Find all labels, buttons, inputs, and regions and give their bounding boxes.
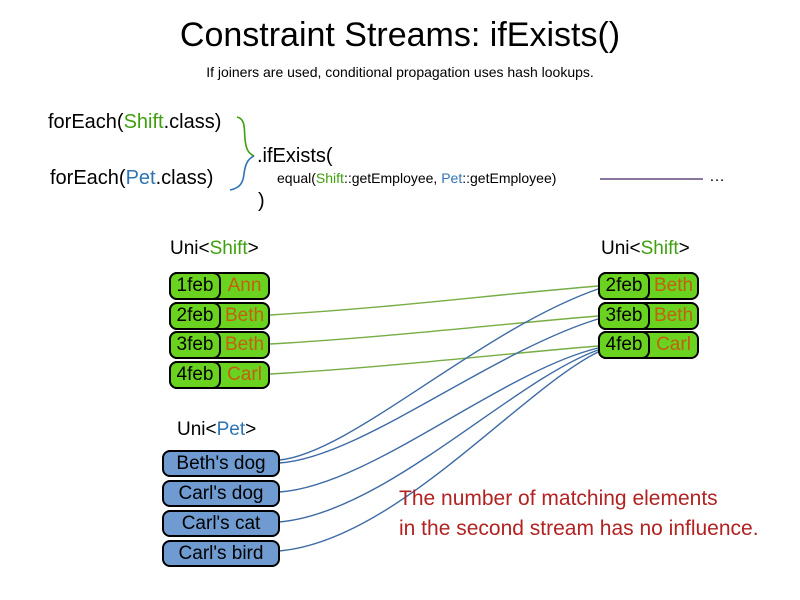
shift-employee-cell: Beth xyxy=(224,304,265,326)
label-text: > xyxy=(678,238,690,259)
pet-row: Carl's bird xyxy=(162,540,280,567)
pet-type-token: Pet xyxy=(216,419,246,440)
code-text: forEach( xyxy=(50,167,126,189)
green-connector-2feb xyxy=(269,285,599,316)
shift-employee-cell: Carl xyxy=(656,334,691,355)
note-line-1: The number of matching elements xyxy=(399,487,718,510)
shift-date-cell: 4feb xyxy=(169,360,221,389)
label-text: > xyxy=(247,238,259,259)
green-connector-4feb xyxy=(269,345,599,375)
pet-table: Beth's dog Carl's dog Carl's cat Carl's … xyxy=(162,450,280,567)
shift-row: 4feb Carl xyxy=(598,331,699,359)
code-text: .class) xyxy=(163,111,222,133)
shift-date-cell: 3feb xyxy=(598,301,650,330)
code-ifexists-open: .ifExists( xyxy=(257,145,333,167)
code-foreach-pet: forEach(Pet.class) xyxy=(50,167,213,190)
pet-table-title: Uni<Pet> xyxy=(177,419,256,441)
shift-employee-cell: Beth xyxy=(224,334,265,355)
shift-employee-cell: Beth xyxy=(653,304,694,326)
shift-date-cell: 3feb xyxy=(169,331,221,359)
shift-date-cell: 2feb xyxy=(598,272,650,300)
code-text: forEach( xyxy=(48,111,124,133)
shift-type-token: Shift xyxy=(640,238,679,259)
pet-type-token: Pet xyxy=(125,167,156,189)
code-text: .class) xyxy=(155,167,214,189)
label-text: Uni< xyxy=(177,419,217,440)
shift-employee-cell: Carl xyxy=(227,363,262,385)
left-shift-table-title: Uni<Shift> xyxy=(170,238,259,260)
code-ifexists-close: ) xyxy=(258,190,265,212)
shift-date-cell: 1feb xyxy=(169,272,221,300)
code-equal-joiner: equal(Shift::getEmployee, Pet::getEmploy… xyxy=(277,170,556,186)
pet-row: Carl's cat xyxy=(162,510,280,537)
pet-type-token: Pet xyxy=(441,170,463,186)
label-text: Uni< xyxy=(170,238,210,259)
shift-date-cell: 4feb xyxy=(598,331,650,359)
shift-employee-cell: Ann xyxy=(227,275,262,296)
label-text: > xyxy=(245,419,257,440)
shift-date-cell: 2feb xyxy=(169,301,221,330)
code-text: equal( xyxy=(277,170,316,186)
blue-connector-carlscat-4feb xyxy=(278,349,599,523)
code-foreach-shift: forEach(Shift.class) xyxy=(48,111,221,134)
blue-connector-carlsbird-4feb xyxy=(278,351,599,552)
blue-connector-bethsdog-2feb xyxy=(278,288,599,461)
pet-row: Carl's dog xyxy=(162,480,280,507)
code-text: ::getEmployee, xyxy=(343,170,442,186)
shift-type-token: Shift xyxy=(123,111,164,133)
brace-upper-green xyxy=(236,116,255,157)
blue-connector-carlsdog-4feb xyxy=(278,347,599,493)
blue-connector-bethsdog-3feb xyxy=(278,318,599,464)
pet-row: Beth's dog xyxy=(162,450,280,477)
brace-lower-blue xyxy=(229,155,255,191)
label-text: Uni< xyxy=(601,238,641,259)
shift-type-token: Shift xyxy=(209,238,248,259)
shift-type-token: Shift xyxy=(315,170,344,186)
page-subtitle: If joiners are used, conditional propaga… xyxy=(206,64,594,80)
code-text: ::getEmployee) xyxy=(462,170,557,186)
shift-employee-cell: Beth xyxy=(653,275,694,296)
note-text: The number of matching elements in the s… xyxy=(399,484,759,544)
page-title: Constraint Streams: ifExists() xyxy=(179,16,621,54)
shift-row: 1feb Ann xyxy=(169,272,270,300)
green-connector-3feb xyxy=(269,315,599,345)
right-shift-table-title: Uni<Shift> xyxy=(601,238,690,260)
note-line-2: in the second stream has no influence. xyxy=(399,517,759,540)
shift-row: 4feb Carl xyxy=(169,360,270,389)
code-ellipsis: … xyxy=(709,168,725,185)
